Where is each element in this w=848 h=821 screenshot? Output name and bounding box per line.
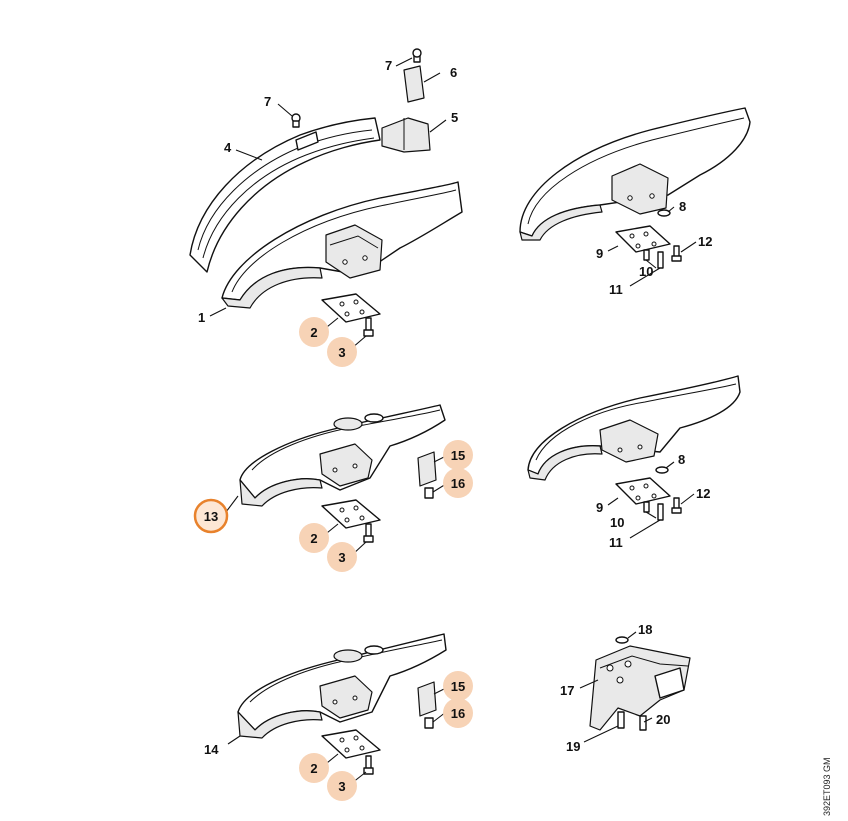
callout-12[interactable]: 12 — [698, 234, 712, 249]
guard-assembly-top-right — [519, 107, 751, 269]
callout-18[interactable]: 18 — [638, 622, 652, 637]
callout-3-bubble[interactable] — [327, 771, 357, 801]
callout-11[interactable]: 11 — [609, 282, 623, 297]
callout-1[interactable]: 1 — [198, 310, 205, 325]
guard-assembly-middle-right — [527, 375, 741, 521]
callout-15[interactable]: 15 — [451, 448, 465, 463]
guard-assembly-bottom-left — [237, 633, 447, 775]
callout-16-bubble[interactable] — [443, 468, 473, 498]
callout-20[interactable]: 20 — [656, 712, 670, 727]
callout-16[interactable]: 16 — [451, 706, 465, 721]
callout-3[interactable]: 3 — [338, 550, 345, 565]
callout-3-bubble[interactable] — [327, 337, 357, 367]
callout-19[interactable]: 19 — [566, 739, 580, 754]
callout-17[interactable]: 17 — [560, 683, 574, 698]
guard-assembly-top-left — [189, 48, 463, 337]
callout-2[interactable]: 2 — [310, 761, 317, 776]
callout-10[interactable]: 10 — [610, 515, 624, 530]
callout-2-bubble[interactable] — [299, 317, 329, 347]
callout-3-bubble[interactable] — [327, 542, 357, 572]
callout-2[interactable]: 2 — [310, 531, 317, 546]
callout-6[interactable]: 6 — [450, 65, 457, 80]
guard-assembly-middle-left — [239, 404, 446, 543]
callout-7[interactable]: 7 — [264, 94, 271, 109]
callout-12[interactable]: 12 — [696, 486, 710, 501]
leader-lines — [209, 57, 697, 784]
callout-9[interactable]: 9 — [596, 246, 603, 261]
diagram-code: 392ET093 GM — [822, 757, 832, 816]
callout-9[interactable]: 9 — [596, 500, 603, 515]
callout-5[interactable]: 5 — [451, 110, 458, 125]
callout-16-bubble[interactable] — [443, 698, 473, 728]
callout-7[interactable]: 7 — [385, 58, 392, 73]
callout-10[interactable]: 10 — [639, 264, 653, 279]
callout-4[interactable]: 4 — [224, 140, 232, 155]
callout-13[interactable]: 13 — [204, 509, 218, 524]
callout-8[interactable]: 8 — [678, 452, 685, 467]
callout-2[interactable]: 2 — [310, 325, 317, 340]
callout-3[interactable]: 3 — [338, 345, 345, 360]
callout-8[interactable]: 8 — [679, 199, 686, 214]
callout-15[interactable]: 15 — [451, 679, 465, 694]
callout-2-bubble[interactable] — [299, 523, 329, 553]
callout-labels: 7 6 7 5 4 1 2 3 8 9 12 10 11 15 16 13 2 … — [193, 58, 712, 801]
callout-11[interactable]: 11 — [609, 535, 623, 550]
callout-16[interactable]: 16 — [451, 476, 465, 491]
callout-13-bubble-selected[interactable] — [193, 498, 229, 534]
callout-15-bubble[interactable] — [443, 671, 473, 701]
callout-2-bubble[interactable] — [299, 753, 329, 783]
callout-3[interactable]: 3 — [338, 779, 345, 794]
guard-assembly-bottom-right — [589, 636, 691, 731]
callout-15-bubble[interactable] — [443, 440, 473, 470]
callout-14[interactable]: 14 — [204, 742, 219, 757]
